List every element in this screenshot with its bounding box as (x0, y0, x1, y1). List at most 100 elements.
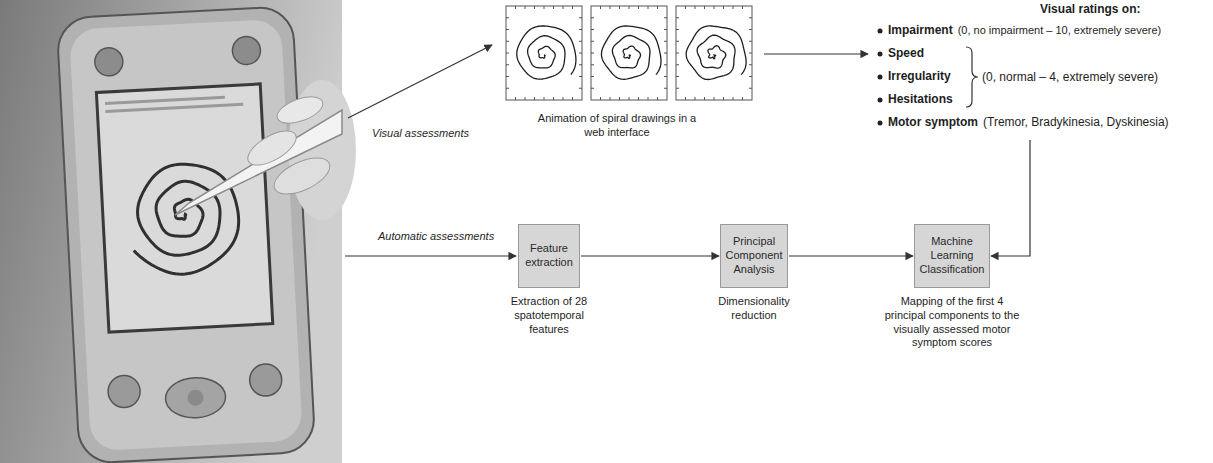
flow-arrows-part (764, 53, 868, 54)
pda-photo-part (175, 110, 342, 215)
spiral-plot-part (704, 6, 705, 9)
pda-photo-part-part (232, 36, 261, 65)
spiral-plot-part (579, 41, 582, 42)
rating-bullets-part (878, 52, 883, 57)
pda-photo-part-part (56, 6, 315, 463)
spiral-plot-part (629, 6, 630, 9)
flow-arrows (345, 45, 868, 256)
spiral-plot-part (629, 97, 630, 100)
spiral-plot-part (579, 88, 582, 89)
spiral-plot-part (657, 97, 658, 100)
spiral-plot-part (534, 97, 535, 100)
spiral-plot-part (676, 29, 679, 30)
spiral-plot-part (534, 6, 535, 9)
spiral-plot-part (695, 97, 696, 100)
spiral-plot-part (676, 53, 679, 54)
spiral-plot-part (506, 41, 509, 42)
spiral-plot-part (723, 6, 724, 9)
list-heading: Visual ratings on: (1040, 2, 1140, 17)
spiral-plot-part (686, 26, 746, 80)
rating-bullets-part (878, 121, 883, 126)
drawn-spiral (134, 164, 239, 274)
spiral-plot-part (664, 17, 667, 18)
step-description: Mapping of the first 4 principal compone… (882, 295, 1022, 350)
spiral-plot-part (676, 6, 752, 100)
box-label: Feature extraction (523, 242, 575, 270)
pda-photo-part (0, 0, 342, 463)
pda-photo-part (274, 91, 327, 128)
spiral-plot-part (517, 26, 576, 79)
process-box: Principal Component Analysis (720, 224, 788, 288)
spiral-plot-part (714, 6, 715, 9)
spiral-plot-part (648, 97, 649, 100)
spiral-plot-part (676, 76, 679, 77)
spiral-plot-part (664, 29, 667, 30)
spiral-plot-part (572, 97, 573, 100)
spiral-plot-part (579, 29, 582, 30)
spiral-plot-part (664, 53, 667, 54)
spiral-plot-part (563, 97, 564, 100)
spiral-plot-part (733, 97, 734, 100)
pda-photo-part-part (94, 47, 123, 76)
rating-bullets-part (878, 75, 883, 80)
spiral-plot-part (749, 17, 752, 18)
spiral-plot-part (600, 97, 601, 100)
spiral-plot-part (515, 97, 516, 100)
spiral-plot-part (506, 17, 509, 18)
spiral-plots (506, 6, 752, 100)
spiral-plot-part (579, 64, 582, 65)
spiral-plot-part (695, 6, 696, 9)
spiral-plot-part (685, 6, 686, 9)
spiral-plot-part (749, 29, 752, 30)
feedback-arrow (991, 140, 1030, 256)
process-box: Machine Learning Classification (914, 224, 990, 288)
spiral-plot (506, 6, 582, 100)
spiral-plot-part (525, 97, 526, 100)
rating-item: Hesitations (888, 92, 953, 107)
spiral-plot-part (544, 6, 545, 9)
rating-item: Irregularity (888, 69, 951, 84)
rating-item: Impairment (888, 23, 953, 38)
spiral-plot-part (676, 17, 679, 18)
spiral-plot-part (749, 88, 752, 89)
spiral-plot-part (591, 76, 594, 77)
spiral-plot-part (506, 64, 509, 65)
spiral-plot-part (515, 6, 516, 9)
spiral-plot-part (742, 6, 743, 9)
pda-photo-part-part (187, 389, 204, 406)
spiral-plot-part (591, 41, 594, 42)
spiral-plot-part (572, 6, 573, 9)
curly-brace (966, 47, 978, 107)
figure-caption: Animation of spiral drawings in a web in… (537, 112, 697, 140)
spiral-plot-part (591, 64, 594, 65)
spiral-plot-part (579, 53, 582, 54)
step-description: Extraction of 28 spatotemporal features (499, 295, 599, 336)
spiral-plot-part (619, 97, 620, 100)
rating-scale: (Tremor, Bradykinesia, Dyskinesia) (983, 115, 1169, 130)
spiral-plot-part (733, 6, 734, 9)
spiral-plot-part (664, 41, 667, 42)
spiral-plot-part (619, 6, 620, 9)
pda-photo-part-part (69, 19, 303, 452)
spiral-plot-part (648, 6, 649, 9)
pda-photo-part-part (107, 375, 141, 409)
box-label: Machine Learning Classification (919, 235, 985, 276)
step-description: Dimensionality reduction (709, 295, 799, 323)
pda-photo-part-part (249, 363, 283, 397)
spiral-plot-part (600, 6, 601, 9)
spiral-plot-part (563, 6, 564, 9)
pda-photo-part-part (105, 96, 225, 105)
rating-scale: (0, no impairment – 10, extremely severe… (958, 24, 1162, 38)
flow-arrows-part (348, 45, 492, 118)
flow-arrow (789, 255, 913, 256)
spiral-plot-part (723, 97, 724, 100)
pda-photo-part (56, 6, 315, 463)
spiral-plot-part (664, 88, 667, 89)
spiral-plot-part (749, 76, 752, 77)
spiral-plot-part (657, 6, 658, 9)
spiral-plot-part (664, 76, 667, 77)
spiral-plot-part (742, 97, 743, 100)
spiral-plot-part (506, 76, 509, 77)
